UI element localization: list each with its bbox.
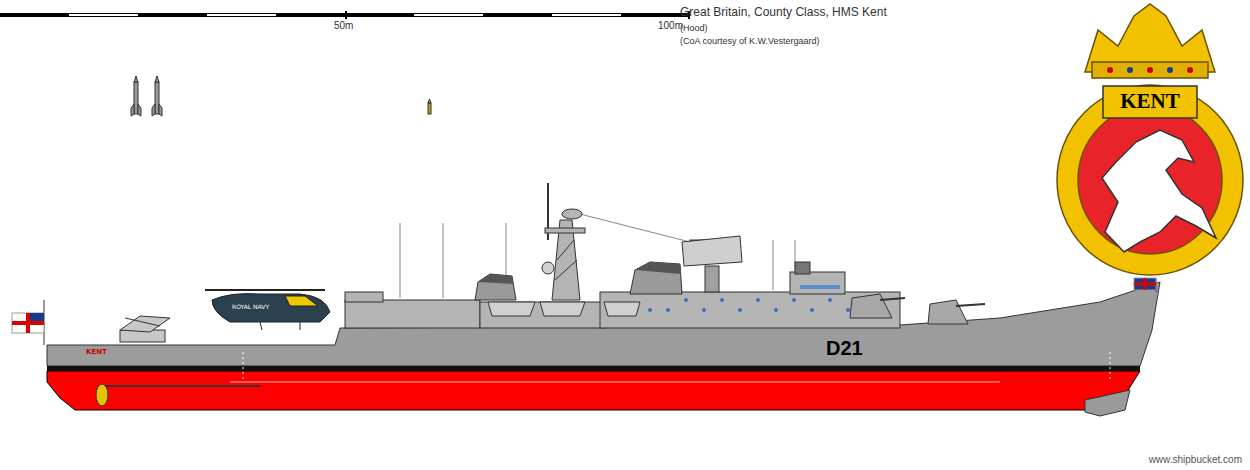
ensign (12, 300, 44, 345)
funnel (630, 262, 682, 294)
funnel (475, 274, 516, 300)
funnel-cap (635, 262, 681, 274)
radar-antenna (682, 236, 742, 292)
gun-turrets (850, 294, 985, 324)
helicopter (205, 290, 330, 330)
jack (1134, 278, 1156, 292)
stern-name: KENT (86, 349, 107, 357)
helicopter-marking: ROYAL NAVY (232, 304, 269, 311)
shaft (100, 385, 260, 387)
sonar-dome (1085, 390, 1130, 416)
draught-mark (1110, 352, 1111, 382)
pennant-number: D21 (826, 337, 863, 359)
windows (648, 298, 886, 312)
draught-mark (243, 352, 244, 382)
boats (488, 302, 640, 316)
scale-label: 100m (658, 20, 683, 31)
credit-note: (CoA courtesy of K.W.Vestergaard) (680, 37, 820, 47)
drawing-title: Great Britain, County Class, HMS Kent (680, 6, 887, 19)
lattice-mast (542, 183, 585, 300)
missile-icons (131, 76, 431, 116)
badge (1057, 4, 1243, 275)
bilge-ports (230, 382, 1000, 383)
missile-launcher (120, 316, 170, 342)
hull-underwater (47, 371, 1140, 410)
hull (47, 282, 1160, 366)
scale-label: 50m (334, 20, 353, 31)
badge-name: KENT (1120, 90, 1180, 113)
funnel-cap (478, 274, 513, 284)
superstructure (345, 262, 900, 328)
subtitle-note: (Hood) (680, 24, 708, 34)
boot-topping (47, 366, 1140, 371)
scale-bar (0, 11, 690, 19)
propeller (96, 384, 108, 406)
watermark: www.shipbucket.com (1149, 454, 1242, 465)
antennas (400, 212, 795, 298)
